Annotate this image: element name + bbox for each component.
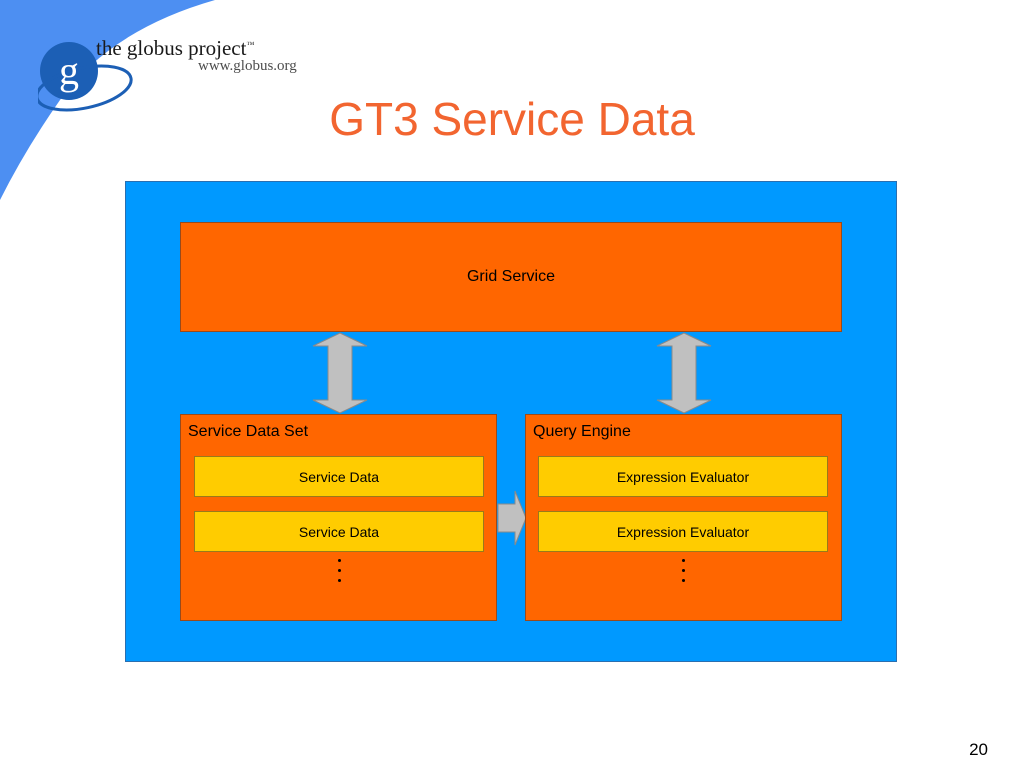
trademark-mark: ™ xyxy=(246,40,255,49)
logo-url: www.globus.org xyxy=(198,58,297,74)
grid-service-label: Grid Service xyxy=(466,268,556,285)
globus-logo-icon: g xyxy=(38,42,133,112)
service-data-item: Service Data xyxy=(194,456,484,497)
expression-evaluator-item: Expression Evaluator xyxy=(538,456,828,497)
vertical-ellipsis-icon xyxy=(338,559,342,589)
service-data-set-label: Service Data Set xyxy=(188,423,309,440)
right-double-arrow xyxy=(656,332,712,414)
expression-evaluator-item: Expression Evaluator xyxy=(538,511,828,552)
slide-title: GT3 Service Data xyxy=(329,93,695,145)
grid-service-box: Grid Service xyxy=(180,222,842,332)
page-number: 20 xyxy=(969,740,988,759)
right-arrow xyxy=(497,490,527,546)
left-double-arrow xyxy=(312,332,368,414)
vertical-ellipsis-icon xyxy=(682,559,686,589)
query-engine-label: Query Engine xyxy=(533,423,631,440)
svg-text:g: g xyxy=(59,48,79,93)
logo-title: the globus project™ xyxy=(96,36,255,60)
service-data-item: Service Data xyxy=(194,511,484,552)
